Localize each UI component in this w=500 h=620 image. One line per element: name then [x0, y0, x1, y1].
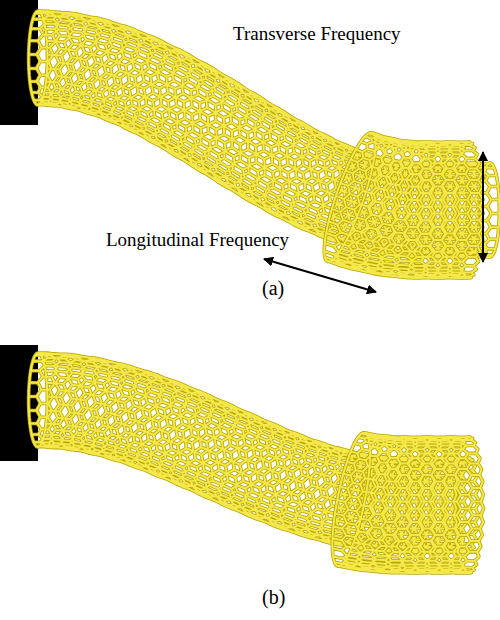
panel-label: (b) [260, 586, 287, 608]
annotation: Longitudinal Frequency [104, 230, 291, 251]
transverse-arrow [482, 152, 484, 262]
carbon-bonds [332, 433, 483, 573]
bond-outline [324, 133, 483, 278]
annotation: Transverse Frequency [231, 24, 403, 45]
nanotubes [29, 11, 500, 573]
outer-tube [324, 133, 483, 278]
bond-outline [332, 433, 483, 573]
carbon-bonds [324, 133, 483, 278]
panel-label: (a) [260, 277, 286, 299]
outer-tube [332, 433, 483, 573]
